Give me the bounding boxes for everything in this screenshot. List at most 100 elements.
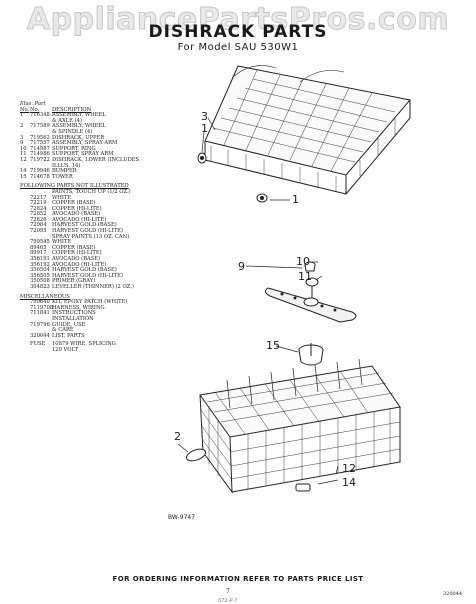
illus-number: 1 xyxy=(20,112,24,119)
part-description: ASSEMBLY, WHEEL xyxy=(52,112,106,119)
illus-number: 3 xyxy=(20,134,24,141)
part-number: 714986 xyxy=(30,151,50,158)
part-number: 716348 xyxy=(30,112,50,119)
bw-number: BW-9747 xyxy=(168,514,196,521)
callout-9: 9 xyxy=(238,260,245,273)
part-description: ASSEMBLY, SPRAY ARM xyxy=(52,140,118,147)
part-number: FUSE xyxy=(30,341,46,348)
illus-number: 14 xyxy=(20,168,27,175)
part-number: 717557 xyxy=(30,140,50,147)
part-number: 72824 xyxy=(30,205,47,212)
part-description: HARVEST GOLD (HI-LITE) xyxy=(52,228,123,235)
misc-title: MISCELLANEOUS xyxy=(20,293,70,300)
illus-number: 12 xyxy=(20,156,27,163)
illus-number: 11 xyxy=(20,151,27,158)
part-number: 72826 xyxy=(30,216,47,223)
part-description: ILLUS. 14) xyxy=(52,162,81,169)
doc-code: 320044 xyxy=(443,591,463,597)
part-number: 72984 xyxy=(30,222,47,229)
part-number: 356505 xyxy=(30,272,50,279)
part-description: SUPPORT, RING xyxy=(52,145,96,152)
not-illustrated-title: FOLLOWING PARTS NOT ILLUSTRATED xyxy=(20,183,129,190)
list-item: ILLUS. 14) xyxy=(20,162,200,170)
page-subtitle: For Model SAU 530W1 xyxy=(177,42,299,53)
part-number: 89465 xyxy=(30,244,47,251)
part-description: AVOCADO (HI-LITE) xyxy=(52,216,107,223)
header-description: DESCRIPTION xyxy=(52,106,92,113)
part-description: WHITE xyxy=(52,239,72,246)
illus-number: 10 xyxy=(20,145,27,152)
ordering-info: FOR ORDERING INFORMATION REFER TO PARTS … xyxy=(112,575,364,583)
callout-1-upper: 1 xyxy=(201,122,208,135)
callout-1: 1 xyxy=(292,193,299,206)
part-description: 10879 WIRE, SPLICING xyxy=(52,341,116,348)
part-number: 719562 xyxy=(30,134,50,141)
list-item: & SPINDLE (4) xyxy=(20,129,200,136)
tower xyxy=(298,343,324,366)
part-number: 89917 xyxy=(30,250,47,257)
part-description: TOWER xyxy=(52,173,73,180)
part-number: 717589 xyxy=(30,123,50,130)
part-description: 120 VOLT xyxy=(52,346,78,353)
upper-rack-wheels xyxy=(197,152,268,203)
list-item: SPRAY PAINTS (13 OZ. CAN) xyxy=(20,233,200,241)
part-description: INSTRUCTIONS xyxy=(52,310,96,317)
list-item: FUSE 10879 WIRE, SPLICING xyxy=(20,342,200,348)
list-item: 72095 HARVEST GOLD (HI-LITE) xyxy=(20,228,200,235)
part-description: COPPER (BASE) xyxy=(52,244,96,251)
part-number: 711841 xyxy=(30,310,50,317)
part-description: LIST, PARTS xyxy=(52,332,85,339)
part-description: COPPER (BASE) xyxy=(52,200,96,207)
part-number: 320044 xyxy=(30,332,50,339)
part-description: PAINTS, TOUCH UP (1/2 OZ.) xyxy=(52,188,131,195)
list-item: 120 VOLT xyxy=(20,346,200,354)
part-description: KIT, EPOXY PATCH (WHITE) xyxy=(52,299,128,306)
illus-number: 2 xyxy=(20,123,24,130)
parts-header-columns: No. No. DESCRIPTION xyxy=(20,106,200,114)
header-illus-no: No. xyxy=(20,106,30,113)
part-number: 356192 xyxy=(30,261,50,268)
illus-number: 15 xyxy=(20,173,27,180)
part-description: GUIDE, USE xyxy=(52,321,86,328)
part-description: DISHRACK, UPPER xyxy=(52,134,105,141)
part-description: HARVEST GOLD (BASE) xyxy=(52,222,117,229)
callout-11: 11 xyxy=(298,270,312,283)
part-description: WHITE xyxy=(52,194,72,201)
part-description: LEVELLER (THINNER) (2 OZ.) xyxy=(52,284,134,290)
part-description: SPRAY PAINTS (13 OZ. CAN) xyxy=(52,233,130,240)
part-number: 350508 xyxy=(30,278,50,285)
part-number: 356504 xyxy=(30,267,50,274)
page-number: 7 xyxy=(226,588,230,595)
upper-dishrack xyxy=(204,65,411,195)
part-description: AVOCADO (BASE) xyxy=(52,256,101,263)
part-description: SUPPORT, SPRAY ARM xyxy=(52,151,114,158)
list-item: 72826 AVOCADO (HI-LITE) xyxy=(20,216,200,224)
part-number: 72095 xyxy=(30,228,47,235)
callout-12: 12 xyxy=(342,462,356,475)
part-description: COPPER (HI-LITE) xyxy=(52,205,102,212)
part-description: AVOCADO (HI-LITE) xyxy=(52,261,107,268)
part-description: AVOCADO (BASE) xyxy=(52,211,101,218)
